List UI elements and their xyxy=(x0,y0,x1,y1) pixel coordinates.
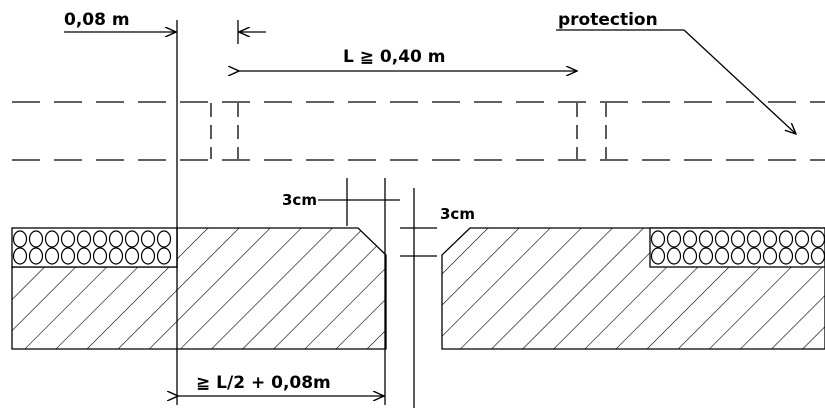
insulation-loop xyxy=(698,247,714,265)
insulation-loop xyxy=(124,230,140,248)
insulation-loop xyxy=(714,230,730,248)
insulation-loop xyxy=(12,230,28,248)
insulation-loop xyxy=(794,247,810,265)
protection-layer xyxy=(12,101,825,161)
insulation-loop xyxy=(44,230,60,248)
insulation-loop xyxy=(76,247,92,265)
label-protection: protection xyxy=(558,10,658,30)
label-min-length: L ≧ 0,40 m xyxy=(343,47,446,67)
insulation-loop xyxy=(156,230,172,248)
left-slab xyxy=(11,227,387,350)
insulation-loop xyxy=(108,247,124,265)
insulation-loop xyxy=(60,247,76,265)
label-half-length: ≧ L/2 + 0,08m xyxy=(196,373,331,393)
label-cover-offset: 0,08 m xyxy=(64,10,130,30)
right-insulation-pattern xyxy=(650,230,825,265)
insulation-loop xyxy=(60,230,76,248)
insulation-loop xyxy=(124,247,140,265)
insulation-loop xyxy=(762,230,778,248)
insulation-loop xyxy=(12,247,28,265)
insulation-loop xyxy=(698,230,714,248)
insulation-loop xyxy=(92,247,108,265)
insulation-loop xyxy=(778,247,794,265)
right-slab xyxy=(441,227,825,350)
label-chamfer-horizontal: 3cm xyxy=(282,191,317,209)
left-insulation-pattern xyxy=(12,230,172,265)
insulation-loop xyxy=(730,247,746,265)
insulation-loop xyxy=(746,230,762,248)
insulation-loop xyxy=(730,230,746,248)
insulation-loop xyxy=(44,247,60,265)
insulation-loop xyxy=(650,230,666,248)
insulation-loop xyxy=(140,230,156,248)
insulation-loop xyxy=(28,230,44,248)
insulation-loop xyxy=(28,247,44,265)
insulation-loop xyxy=(746,247,762,265)
insulation-loop xyxy=(650,247,666,265)
insulation-loop xyxy=(156,247,172,265)
insulation-loop xyxy=(794,230,810,248)
label-chamfer-vertical: 3cm xyxy=(440,205,475,223)
insulation-loop xyxy=(778,230,794,248)
insulation-loop xyxy=(666,247,682,265)
insulation-loop xyxy=(140,247,156,265)
protection-leader-arrow xyxy=(683,29,796,134)
insulation-loop xyxy=(714,247,730,265)
insulation-loop xyxy=(92,230,108,248)
insulation-loop xyxy=(666,230,682,248)
insulation-loop xyxy=(76,230,92,248)
insulation-loop xyxy=(682,247,698,265)
insulation-loop xyxy=(682,230,698,248)
insulation-loop xyxy=(108,230,124,248)
insulation-loop xyxy=(762,247,778,265)
